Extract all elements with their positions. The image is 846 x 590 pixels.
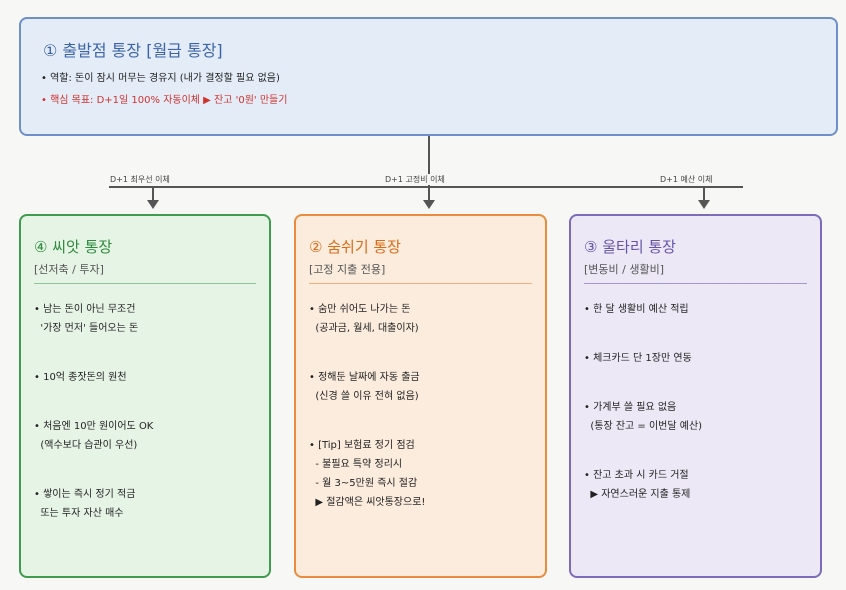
seed-account-box: ④ 씨앗 통장 [선저축 / 투자] • 남는 돈이 아닌 무조건 '가장 먼저… [19,214,271,578]
list-item: • 숨만 쉬어도 나가는 돈 (공과금, 월세, 대출이자) [309,304,419,334]
list-item: • 정해둔 날짜에 자동 출금 (신경 쓸 이유 전혀 없음) [309,372,420,402]
transfer-label-rest: D+1 고정비 이체 [383,174,447,185]
arrow-seed [147,200,159,209]
connector-trunk [428,136,430,187]
living-expense-account-subtitle: [변동비 / 생활비] [584,263,665,276]
divider [309,283,532,284]
living-expense-account-title: ③ 울타리 통장 [584,238,676,256]
list-item: • 가계부 쓸 필요 없음 (통장 잔고 = 이번달 예산) [584,402,703,432]
divider [584,283,807,284]
transfer-label-seed: D+1 최우선 이체 [108,174,172,185]
divider [34,283,256,284]
fixed-expense-account-box: ② 숨쉬기 통장 [고정 지출 전용] • 숨만 쉬어도 나가는 돈 (공과금,… [294,214,547,578]
connector-horizontal [109,186,743,188]
source-account-role: • 역할: 돈이 잠시 머무는 경유지 (내가 결정할 필요 없음) [41,73,280,84]
source-account-title: ① 출발점 통장 [월급 통장] [43,41,223,60]
seed-account-title: ④ 씨앗 통장 [34,238,113,256]
list-item: • 쌓이는 즉시 정기 적금 또는 투자 자산 매수 [34,489,136,519]
list-item: • 처음엔 10만 원이어도 OK (액수보다 습관이 우선) [34,421,154,451]
list-item: • 남는 돈이 아닌 무조건 '가장 먼저' 들어오는 돈 [34,304,139,334]
living-expense-account-box: ③ 울타리 통장 [변동비 / 생활비] • 한 달 생활비 예산 적립 • 체… [569,214,822,578]
arrow-fence [698,200,710,209]
seed-account-subtitle: [선저축 / 투자] [34,263,104,276]
list-item: • [Tip] 보험료 정기 점검 - 불필요 특약 정리시 - 월 3~5만원… [309,440,426,508]
living-expense-account-items: • 한 달 생활비 예산 적립 • 체크카드 단 1장만 연동 • 가계부 쓸 … [584,300,812,534]
fixed-expense-account-items: • 숨만 쉬어도 나가는 돈 (공과금, 월세, 대출이자) • 정해둔 날짜에… [309,300,537,542]
fixed-expense-account-title: ② 숨쉬기 통장 [309,238,401,256]
seed-account-items: • 남는 돈이 아닌 무조건 '가장 먼저' 들어오는 돈 • 10억 종잣돈의… [34,300,261,553]
connector-fence [703,187,705,201]
connector-rest [428,187,430,201]
list-item: • 10억 종잣돈의 원천 [34,372,127,383]
transfer-label-fence: D+1 예산 이체 [658,174,715,185]
source-account-goal: • 핵심 목표: D+1일 100% 자동이체 ▶ 잔고 '0원' 만들기 [41,95,288,106]
fixed-expense-account-subtitle: [고정 지출 전용] [309,263,386,276]
list-item: • 잔고 초과 시 카드 거절 ▶ 자연스러운 지출 통제 [584,470,691,500]
list-item: • 한 달 생활비 예산 적립 [584,304,689,315]
arrow-rest [423,200,435,209]
list-item: • 체크카드 단 1장만 연동 [584,353,692,364]
connector-seed [152,187,154,201]
source-account-box: ① 출발점 통장 [월급 통장] • 역할: 돈이 잠시 머무는 경유지 (내가… [19,17,838,136]
